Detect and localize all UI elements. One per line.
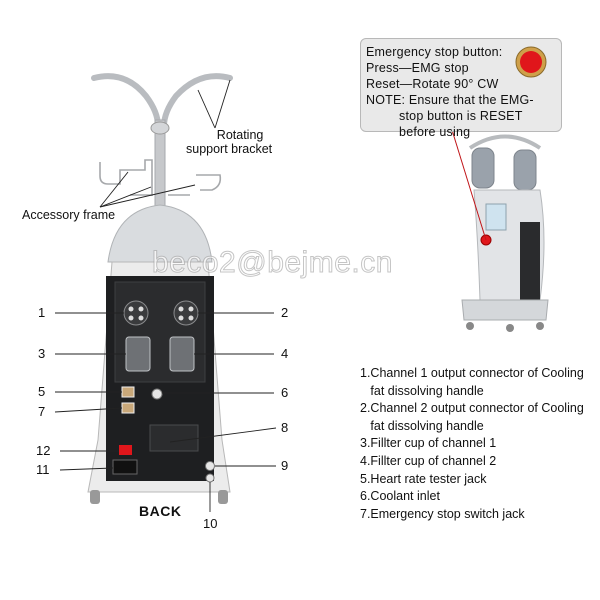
callout-line: Press—EMG stop xyxy=(366,61,469,75)
power-switch xyxy=(112,459,138,475)
connector-1 xyxy=(123,300,149,326)
label-4: 4 xyxy=(281,346,289,361)
callout-text: Emergency stop button: Press—EMG stop Re… xyxy=(366,44,534,140)
coolant-inlet xyxy=(151,388,163,400)
legend-item: 4.Fillter cup of channel 2 xyxy=(360,453,497,468)
connector-2 xyxy=(173,300,199,326)
callout-line: Reset—Rotate 90° CW xyxy=(366,77,499,91)
label-6: 6 xyxy=(281,385,289,400)
machine-hood xyxy=(107,204,213,263)
callout-line: NOTE: Ensure that the EMG- xyxy=(366,93,534,107)
callout-line: stop button is RESET xyxy=(366,109,523,123)
accessory-frame xyxy=(99,159,222,196)
pole-joint xyxy=(150,121,170,135)
label-12: 12 xyxy=(36,443,51,458)
legend-item: fat dissolving handle xyxy=(360,383,484,398)
legend-item: fat dissolving handle xyxy=(360,418,484,433)
callout-line: before using xyxy=(366,125,471,139)
label-9: 9 xyxy=(281,458,289,473)
label-10: 10 xyxy=(203,516,218,531)
accessory-frame-label: Accessory frame xyxy=(22,208,116,222)
legend-item: 2.Channel 2 output connector of Cooling xyxy=(360,401,584,416)
legend-item: 6.Coolant inlet xyxy=(360,489,440,504)
label-1: 1 xyxy=(38,305,46,320)
label-2: 2 xyxy=(281,305,289,320)
label-3: 3 xyxy=(38,346,46,361)
support-bracket xyxy=(91,73,233,129)
legend-item: 7.Emergency stop switch jack xyxy=(360,506,525,521)
legend-item: 3.Fillter cup of channel 1 xyxy=(360,436,497,451)
legend-item: 1.Channel 1 output connector of Cooling xyxy=(360,366,584,380)
rotating-bracket-line: support bracket xyxy=(186,142,273,156)
port-9 xyxy=(205,461,215,471)
legend-item: 5.Heart rate tester jack xyxy=(360,471,487,486)
back-label: BACK xyxy=(139,503,182,519)
label-11: 11 xyxy=(36,462,50,477)
rotating-bracket-label: Rotating support bracket xyxy=(186,128,272,156)
panel-8 xyxy=(149,424,199,452)
emergency-stop-button xyxy=(119,445,132,455)
callout-line: Emergency stop button: xyxy=(366,45,503,59)
rotating-bracket-line: Rotating xyxy=(216,128,264,142)
label-5: 5 xyxy=(38,384,46,399)
machine-front-view xyxy=(451,129,549,332)
wheel-right xyxy=(218,490,228,504)
label-8: 8 xyxy=(281,420,289,435)
label-7: 7 xyxy=(38,404,46,419)
leader-lines xyxy=(54,79,277,512)
watermark: beco2@bejme.cn xyxy=(152,246,393,280)
wheel-left xyxy=(90,490,100,504)
legend: 1.Channel 1 output connector of Cooling … xyxy=(360,365,595,523)
